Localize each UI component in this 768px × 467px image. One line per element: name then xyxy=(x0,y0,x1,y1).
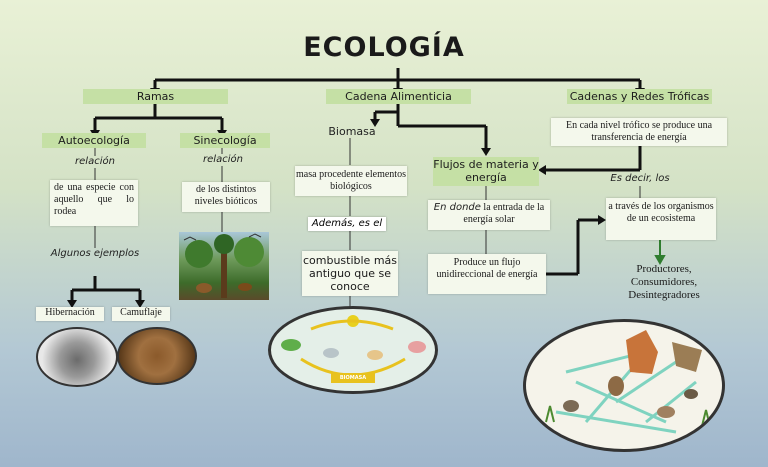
camouflage-image xyxy=(117,327,197,385)
camuflaje-label: Camuflaje xyxy=(112,307,170,321)
food-web-icon xyxy=(545,330,711,434)
forest-illustration-image xyxy=(179,232,269,300)
flujos-label: Flujos de materia y energía xyxy=(433,157,539,186)
sine-description: de los distintos niveles bióticos xyxy=(182,182,270,212)
cadena-label: Cadena Alimenticia xyxy=(326,89,471,104)
produce-description: Produce un flujo unidireccional de energ… xyxy=(428,254,546,294)
entrada-description: En donde la entrada de la energía solar xyxy=(428,200,550,230)
ademas-label: Además, es el xyxy=(308,217,386,231)
auto-relation-label: relación xyxy=(75,156,115,167)
es-decir-label: Es decir, los xyxy=(610,173,670,184)
traves-description: a través de los organismos de un ecosist… xyxy=(606,198,716,240)
biomass-cycle-image: BIOMASA xyxy=(268,306,438,394)
biomass-cycle-icon xyxy=(281,315,426,383)
biomasa-label: Biomasa xyxy=(328,125,376,138)
productores-description: Productores, Consumidores, Desintegrador… xyxy=(628,263,700,301)
cada-nivel-description: En cada nivel trófico se produce una tra… xyxy=(551,118,727,146)
food-web-image xyxy=(523,319,725,452)
page-title: ECOLOGÍA xyxy=(303,32,465,63)
sinecologia-label: Sinecología xyxy=(180,133,270,148)
auto-description: de una especie con aquello que lo rodea xyxy=(50,180,138,226)
hibernation-image xyxy=(36,327,118,387)
forest-trees-icon xyxy=(183,233,264,298)
hibernacion-label: Hibernación xyxy=(36,307,104,321)
masa-description: masa procedente elementos biológicos xyxy=(295,166,407,196)
ramas-label: Ramas xyxy=(83,89,228,104)
en-donde-label: En donde xyxy=(433,202,481,213)
ejemplos-label: Algunos ejemplos xyxy=(50,248,140,259)
redes-label: Cadenas y Redes Tróficas xyxy=(567,89,712,104)
entrada-text: la entrada de la energía solar xyxy=(463,202,545,225)
biomasa-diagram-label: BIOMASA xyxy=(339,375,367,381)
sine-relation-label: relación xyxy=(203,154,243,165)
combustible-description: combustible más antiguo que se conoce xyxy=(302,251,398,296)
autoecologia-label: Autoecología xyxy=(42,133,146,148)
